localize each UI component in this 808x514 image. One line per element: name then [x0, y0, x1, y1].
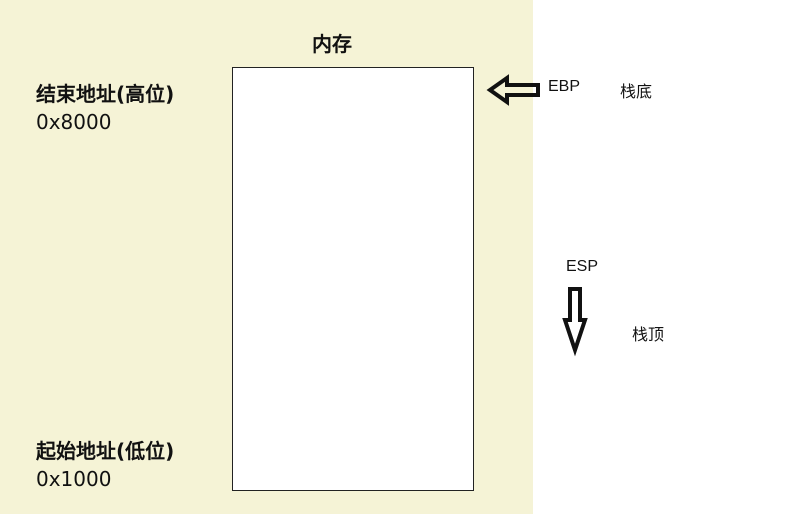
low-address-value: 0x1000 [36, 467, 112, 491]
stack-top-label: 栈顶 [632, 327, 665, 344]
high-address-group: 结束地址(高位) 0x8000 [36, 80, 174, 136]
esp-label: ESP [566, 258, 599, 275]
ebp-label: EBP [548, 78, 581, 95]
low-address-label: 起始地址(低位) [36, 439, 175, 463]
down-arrow-icon [562, 287, 588, 357]
memory-title: 内存 [312, 32, 352, 56]
high-address-label: 结束地址(高位) [36, 82, 175, 106]
left-arrow-icon [486, 74, 540, 106]
high-address-value: 0x8000 [36, 110, 112, 134]
low-address-group: 起始地址(低位) 0x1000 [36, 437, 174, 493]
stack-bottom-label: 栈底 [620, 84, 653, 101]
memory-stack-block [232, 67, 474, 491]
